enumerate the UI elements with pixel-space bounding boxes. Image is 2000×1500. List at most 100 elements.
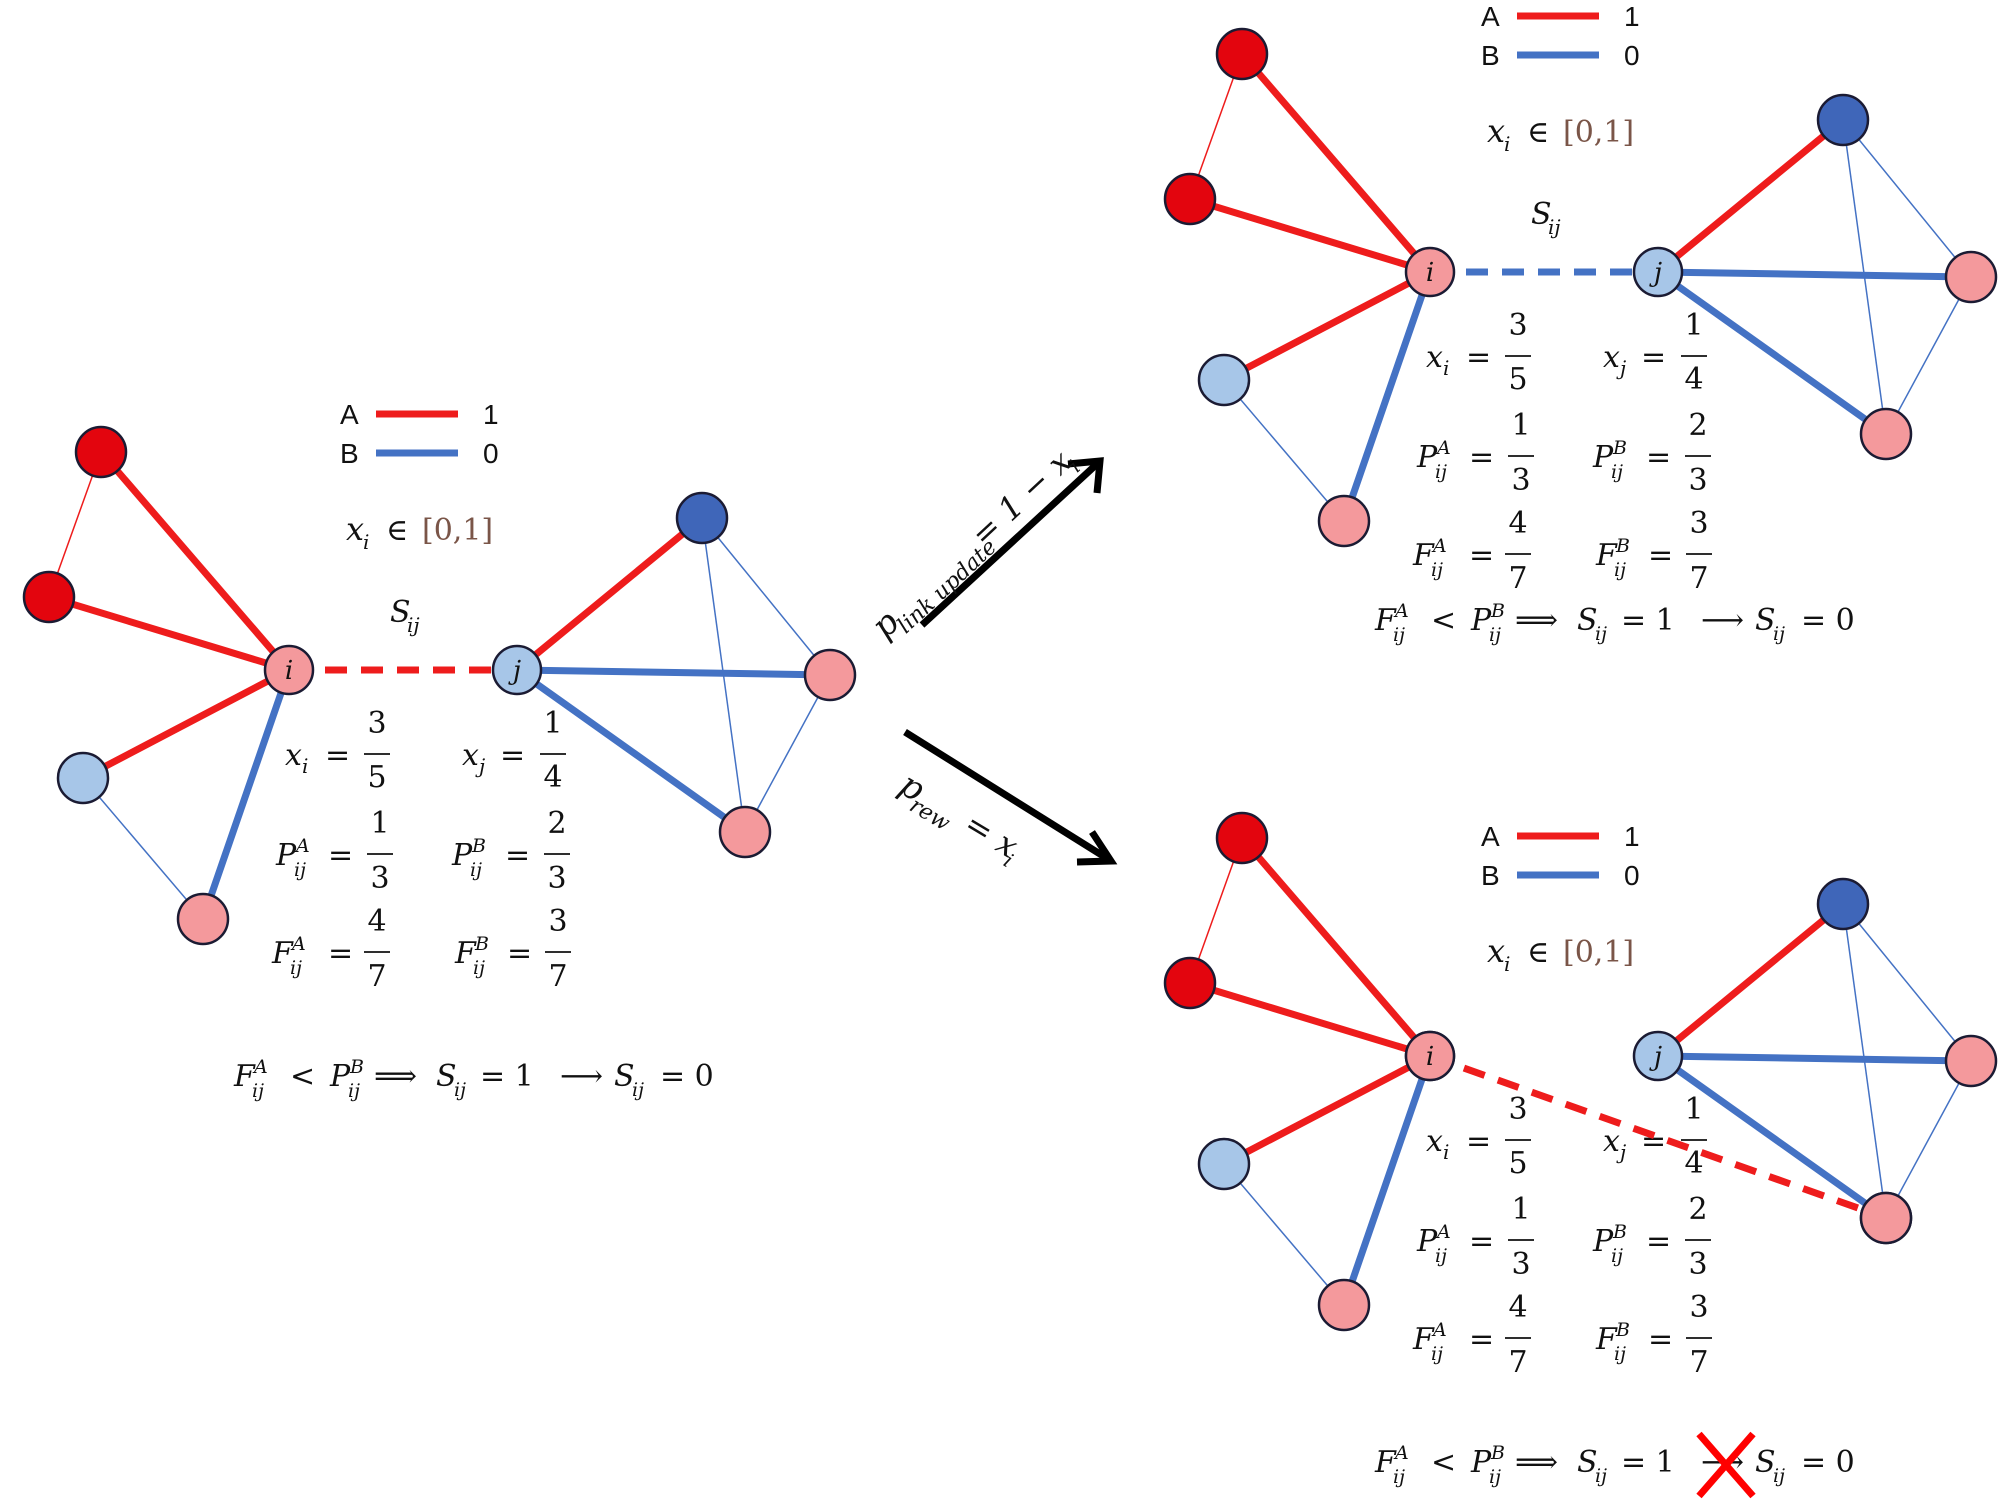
range-text: [0,1] (1563, 115, 1634, 150)
rule-eq1: = 1 (480, 1059, 534, 1094)
link-rewired (1428, 1052, 1888, 1222)
stat-fb-sup: B (1615, 1319, 1630, 1341)
stat-xi-sub: i (302, 754, 308, 778)
sij-subscript: ij (1548, 215, 1561, 239)
legend-b-value: 0 (483, 438, 499, 469)
rule-arrow: ⟶ (560, 1059, 603, 1094)
stat-fb-symbol: F (1595, 1322, 1618, 1357)
stat-xj-symbol: x (462, 738, 479, 773)
stat-xj-eq: = (1641, 340, 1666, 375)
stat-fb-sup: B (474, 933, 489, 955)
stat-pa-symbol: P (1416, 440, 1438, 475)
stat-pa-sub: ij (294, 859, 306, 881)
rule-f-sub: ij (1393, 624, 1405, 646)
stat-xj-sub: j (1616, 1140, 1626, 1164)
arrow-rewire: p rew = x i (892, 729, 1118, 872)
stat-fa-sub: ij (1431, 559, 1443, 581)
rule-f-sub: ij (1393, 1466, 1405, 1488)
legend: A 1 B 0 (340, 399, 499, 469)
xi-range: x i ∈ [0,1] (1487, 932, 1634, 976)
legend-b-value: 0 (1624, 40, 1640, 71)
stat-fa-sup: A (1431, 1319, 1447, 1341)
legend-b-label: B (1481, 860, 1500, 891)
rule-p-sub: ij (1489, 1466, 1501, 1488)
node-j-neighbor-pink-bottom (718, 805, 772, 859)
stat-xi-den: 5 (1508, 362, 1527, 397)
legend-b-value: 0 (1624, 860, 1640, 891)
stat-pb-den: 3 (1688, 1247, 1707, 1282)
stat-pb-eq: = (505, 838, 530, 873)
stat-fb-num: 3 (548, 904, 567, 939)
legend: A 1 B 0 (1481, 821, 1640, 891)
stat-pb-eq: = (1646, 440, 1671, 475)
stat-pb-sub: ij (1611, 1245, 1623, 1267)
node-j (1632, 1030, 1684, 1082)
range-text: [0,1] (422, 513, 493, 548)
legend: A 1 B 0 (1481, 1, 1640, 71)
stat-xj-den: 4 (543, 760, 562, 795)
stat-pb-num: 2 (1688, 1192, 1707, 1227)
stat-xi-sub: i (1443, 356, 1449, 380)
node-i-label-top: i (1426, 1042, 1434, 1072)
stat-pb-sub: ij (1611, 461, 1623, 483)
node-i (263, 644, 315, 696)
stat-pa-sub: ij (1435, 461, 1447, 483)
rule-eq0: = 0 (1801, 1445, 1855, 1480)
stat-pa-den: 3 (1511, 463, 1530, 498)
stat-fb-den: 7 (548, 959, 567, 994)
stat-pa-sub: ij (1435, 1245, 1447, 1267)
stat-xi-num: 3 (367, 706, 386, 741)
stat-pb-num: 2 (1688, 408, 1707, 443)
stat-fa-eq: = (328, 936, 353, 971)
stat-xj-num: 1 (1684, 308, 1703, 343)
stat-fa-num: 4 (1508, 1290, 1527, 1325)
stat-fb-eq: = (1648, 538, 1673, 573)
rule-eq0: = 0 (1801, 603, 1855, 638)
stat-xj-den: 4 (1684, 362, 1703, 397)
stat-xj-sub: j (1616, 356, 1626, 380)
sij-label: S ij (1531, 197, 1561, 239)
stat-fa-symbol: F (1412, 538, 1435, 573)
legend-b-label: B (340, 438, 359, 469)
rule-p: P (329, 1059, 351, 1094)
stat-pa-num: 1 (1511, 1192, 1530, 1227)
node-j-neighbor-blue (675, 491, 729, 545)
xi-symbol: x (346, 510, 364, 548)
stat-fa-den: 7 (1508, 1345, 1527, 1380)
stat-fb-sub: ij (1614, 1343, 1626, 1365)
stat-xj-symbol: x (1603, 1124, 1620, 1159)
stat-pb-sup: B (1612, 1221, 1627, 1243)
rule-s2: S (614, 1059, 635, 1094)
stat-pa-num: 1 (370, 806, 389, 841)
sij-subscript: ij (407, 613, 420, 637)
rule-s1-sub: ij (1595, 1465, 1607, 1487)
stat-fa-sup: A (290, 933, 306, 955)
legend-a-value: 1 (1624, 821, 1640, 852)
rule-s2: S (1755, 1445, 1776, 1480)
stat-fb-num: 3 (1689, 506, 1708, 541)
xi-subscript: i (1504, 952, 1510, 976)
stat-xi-num: 3 (1508, 1092, 1527, 1127)
rule-equation: F A ij < P B ij ⟹ S ij = 1 ⟶ S ij = 0 (1374, 1431, 1855, 1499)
node-i (1404, 246, 1456, 298)
rule-p: P (1470, 1445, 1492, 1480)
arrow-lower-rhs: = x (958, 804, 1025, 865)
rule-f-sup: A (1393, 600, 1409, 622)
stats-block: x i = 3 5 x j = 1 4 P A ij = 1 3 P B ij … (271, 706, 571, 994)
rule-s2-sub: ij (1773, 1465, 1785, 1487)
stat-fb-symbol: F (1595, 538, 1618, 573)
stat-fa-eq: = (1469, 1322, 1494, 1357)
stat-xi-num: 3 (1508, 308, 1527, 343)
stat-xi-den: 5 (367, 760, 386, 795)
stat-fb-sub: ij (1614, 559, 1626, 581)
stat-fa-den: 7 (1508, 561, 1527, 596)
node-j (491, 644, 543, 696)
rule-s1-sub: ij (1595, 623, 1607, 645)
stat-fb-num: 3 (1689, 1290, 1708, 1325)
legend-a-value: 1 (483, 399, 499, 430)
stat-fa-symbol: F (271, 936, 294, 971)
stat-pb-sup: B (1612, 437, 1627, 459)
rule-lt: < (290, 1059, 315, 1094)
stat-xi-eq: = (1466, 1124, 1491, 1159)
rule-f-sup: A (252, 1056, 268, 1078)
